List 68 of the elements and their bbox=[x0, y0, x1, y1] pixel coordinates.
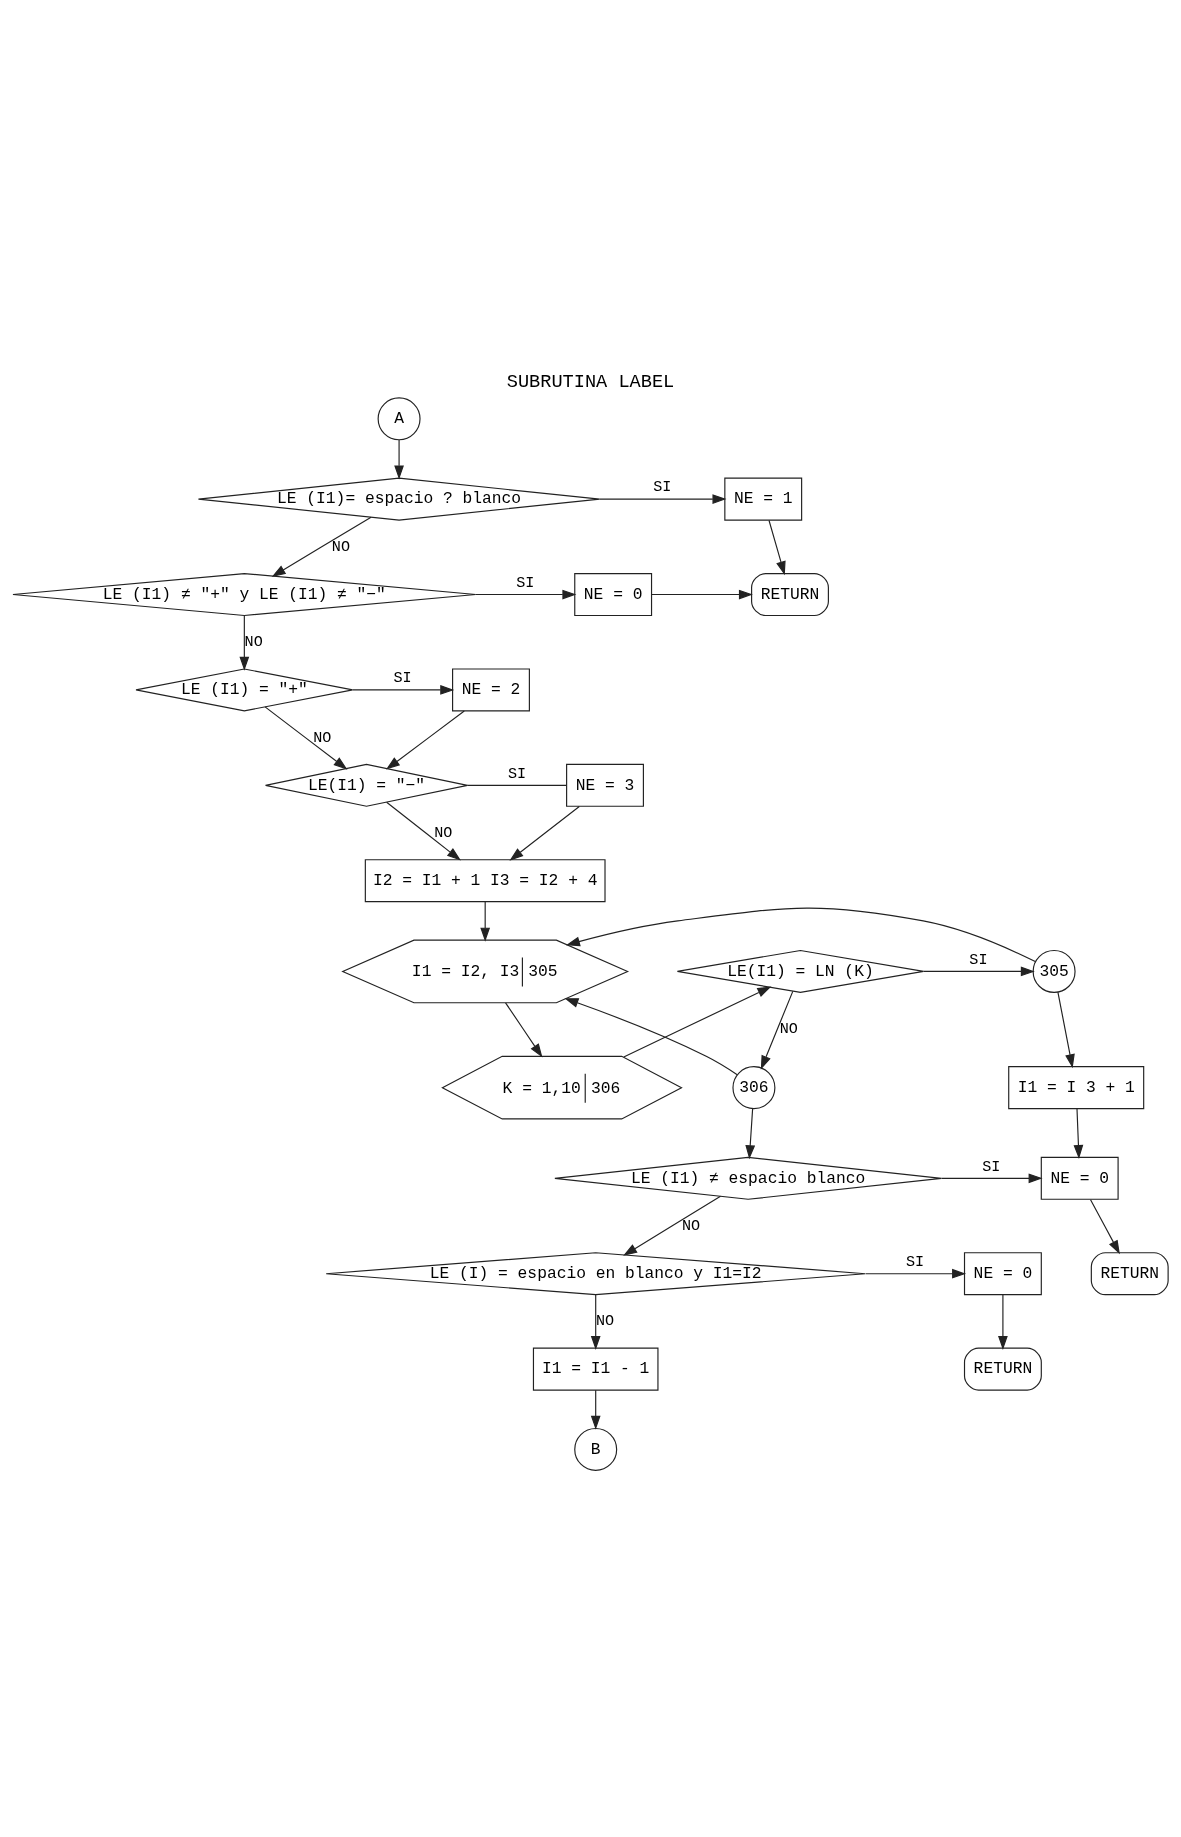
arrow bbox=[480, 900, 491, 942]
edge-label: SI bbox=[905, 1252, 925, 1271]
node-circle: 306 bbox=[732, 1065, 776, 1109]
node-box: I1 = I1 - 1 bbox=[532, 1347, 659, 1391]
edge-label: NO bbox=[331, 537, 350, 556]
node-box: NE = 0 bbox=[963, 1251, 1042, 1295]
edge-label: NO bbox=[595, 1311, 615, 1330]
diagram-title: SUBRUTINA LABEL bbox=[506, 371, 675, 393]
arrow bbox=[352, 684, 455, 695]
arrow bbox=[386, 801, 461, 861]
arrow bbox=[865, 1268, 967, 1279]
edge-label: NO bbox=[313, 728, 332, 747]
arrow bbox=[1089, 1198, 1120, 1254]
node-box: NE = 1 bbox=[724, 477, 803, 521]
arrow bbox=[923, 966, 1035, 976]
node-box: NE = 0 bbox=[574, 572, 653, 616]
edge-label: NO bbox=[779, 1019, 798, 1038]
node-box: NE = 0 bbox=[1040, 1156, 1119, 1200]
node-diamond: LE (I1) ≠ espacio blanco bbox=[554, 1156, 942, 1200]
node-box: NE = 3 bbox=[566, 763, 644, 807]
arrow bbox=[239, 614, 250, 671]
arrow bbox=[623, 1195, 722, 1256]
node-box: I2 = I1 + 1 I3 = I2 + 4 bbox=[364, 858, 606, 902]
node-circle: B bbox=[574, 1427, 618, 1471]
arrow bbox=[745, 1107, 756, 1159]
edge-label: SI bbox=[393, 668, 412, 687]
arrow bbox=[651, 589, 753, 599]
node-circle: A bbox=[377, 396, 421, 440]
connector bbox=[466, 784, 568, 786]
node-box: I1 = I 3 + 1 bbox=[1008, 1065, 1145, 1109]
arrow bbox=[565, 907, 1036, 962]
edge-label: SI bbox=[516, 573, 535, 592]
arrow bbox=[394, 439, 404, 479]
arrow bbox=[1073, 1107, 1084, 1159]
edge-label: NO bbox=[244, 632, 263, 651]
arrow bbox=[760, 990, 794, 1070]
node-box: NE = 2 bbox=[452, 667, 530, 711]
arrow bbox=[998, 1294, 1008, 1350]
arrow bbox=[386, 709, 465, 770]
node-box: RETURN bbox=[963, 1347, 1042, 1391]
arrow bbox=[475, 589, 577, 599]
node-box: RETURN bbox=[1090, 1251, 1169, 1295]
edge-label: NO bbox=[682, 1216, 701, 1235]
node-diamond: LE (I1) = "+" bbox=[135, 667, 354, 711]
node-diamond: LE(I1) = LN (K) bbox=[676, 949, 925, 993]
node-diamond: LE (I1) ≠ "+" y LE (I1) ≠ "−" bbox=[12, 572, 477, 616]
node-circle: 305 bbox=[1032, 949, 1076, 993]
arrow bbox=[623, 986, 772, 1058]
edge-label: SI bbox=[982, 1157, 1001, 1176]
arrow bbox=[271, 516, 372, 577]
arrow bbox=[564, 997, 738, 1075]
arrow bbox=[590, 1389, 601, 1430]
node-diamond: LE(I1) = "−" bbox=[264, 763, 469, 807]
arrow bbox=[940, 1172, 1043, 1183]
arrow bbox=[504, 1001, 543, 1058]
node-box: RETURN bbox=[751, 572, 829, 616]
arrow bbox=[599, 493, 727, 504]
arrow bbox=[264, 705, 348, 770]
arrow bbox=[768, 519, 786, 575]
arrow bbox=[1057, 991, 1075, 1068]
edge-label: NO bbox=[434, 823, 453, 842]
edge-label: SI bbox=[653, 477, 672, 496]
node-diamond: LE (I) = espacio en blanco y I1=I2 bbox=[325, 1251, 866, 1295]
edge-label: SI bbox=[507, 764, 527, 783]
arrow bbox=[509, 805, 580, 861]
arrow bbox=[590, 1294, 601, 1350]
edge-label: SI bbox=[969, 950, 988, 969]
node-diamond: LE (I1)= espacio ? blanco bbox=[197, 477, 601, 521]
